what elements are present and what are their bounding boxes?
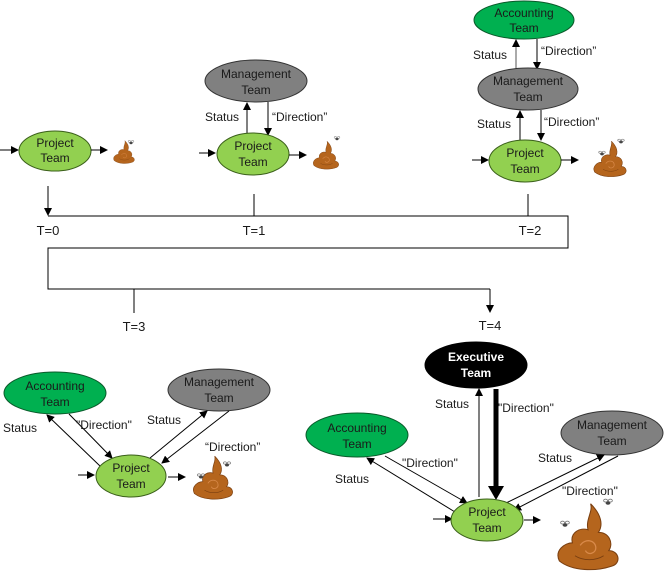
status-arrow bbox=[149, 410, 208, 459]
fly-icon bbox=[598, 150, 606, 156]
direction-arrow bbox=[384, 455, 468, 504]
executive-team-node bbox=[424, 341, 528, 389]
fly-icon bbox=[127, 140, 135, 145]
project-team-node bbox=[18, 130, 92, 172]
management-team-node bbox=[204, 59, 308, 103]
status-label: Status bbox=[147, 413, 181, 427]
status-label: Status bbox=[477, 117, 511, 131]
accounting-team-node bbox=[305, 412, 409, 458]
status-label: Status bbox=[335, 472, 369, 486]
project-team-node bbox=[488, 139, 562, 183]
timeline: T=0 T=1 T=2 T=3 T=4 bbox=[37, 186, 569, 334]
accounting-team-node bbox=[473, 0, 575, 40]
tick-label-t1: T=1 bbox=[243, 223, 266, 238]
direction-label: "Direction" bbox=[562, 484, 618, 498]
accounting-team-node bbox=[3, 371, 107, 415]
status-arrow bbox=[46, 414, 101, 467]
poop-icon bbox=[313, 141, 339, 170]
accounting-team-label-2: Team bbox=[509, 21, 538, 35]
stage-t1: Management Team Status “Direction” Proje… bbox=[199, 59, 341, 176]
project-team-node bbox=[216, 132, 290, 176]
status-label: Status bbox=[473, 48, 507, 62]
project-team-label-2: Team bbox=[116, 477, 145, 491]
status-label: Status bbox=[435, 397, 469, 411]
management-team-label-1: Management bbox=[184, 375, 255, 389]
management-team-label-2: Team bbox=[513, 90, 542, 104]
direction-label: "Direction" bbox=[76, 418, 132, 432]
tick-label-t0: T=0 bbox=[37, 223, 60, 238]
direction-arrowhead-heavy bbox=[488, 486, 504, 500]
accounting-team-label-2: Team bbox=[342, 437, 371, 451]
fly-icon bbox=[333, 136, 341, 141]
direction-arrow bbox=[68, 413, 113, 459]
management-team-label-2: Team bbox=[241, 83, 270, 97]
direction-arrow bbox=[161, 410, 230, 464]
project-team-label-1: Project bbox=[36, 136, 74, 150]
direction-label: "Direction" bbox=[498, 401, 554, 415]
stage-t2: Accounting Team Status “Direction” Manag… bbox=[472, 0, 627, 183]
accounting-team-label-1: Accounting bbox=[25, 379, 84, 393]
status-label: Status bbox=[538, 451, 572, 465]
management-team-label-1: Management bbox=[577, 418, 648, 432]
poop-icon bbox=[593, 140, 627, 177]
status-label: Status bbox=[205, 110, 239, 124]
management-team-label-1: Management bbox=[493, 74, 564, 88]
project-team-label-1: Project bbox=[234, 139, 272, 153]
direction-label: “Direction” bbox=[272, 110, 327, 124]
status-arrow bbox=[505, 454, 605, 504]
fly-icon bbox=[603, 498, 613, 506]
accounting-team-label-2: Team bbox=[40, 395, 69, 409]
direction-label: “Direction” bbox=[544, 115, 599, 129]
fly-icon bbox=[223, 461, 231, 467]
project-team-label-2: Team bbox=[40, 151, 69, 165]
direction-label: “Direction” bbox=[205, 440, 260, 454]
management-team-label-2: Team bbox=[597, 434, 626, 448]
project-team-label-2: Team bbox=[238, 155, 267, 169]
management-team-node bbox=[477, 67, 579, 111]
project-team-label-1: Project bbox=[506, 146, 544, 160]
accounting-team-label-1: Accounting bbox=[327, 421, 386, 435]
management-team-node bbox=[560, 410, 664, 456]
executive-team-label-1: Executive bbox=[448, 350, 504, 364]
tick-label-t4: T=4 bbox=[479, 318, 502, 333]
tick-label-t2: T=2 bbox=[519, 223, 542, 238]
management-team-label-2: Team bbox=[204, 391, 233, 405]
stage-t0: Project Team bbox=[0, 130, 135, 172]
management-team-label-1: Management bbox=[221, 67, 292, 81]
stage-t3: Accounting Team Management Team Status "… bbox=[3, 368, 271, 500]
timeline-path bbox=[47, 215, 569, 290]
fly-icon bbox=[617, 138, 625, 144]
fly-icon bbox=[560, 520, 570, 528]
status-arrow bbox=[366, 457, 456, 513]
executive-team-label-2: Team bbox=[461, 366, 491, 380]
project-team-node bbox=[95, 454, 167, 498]
direction-arrow bbox=[513, 455, 619, 511]
management-team-node bbox=[167, 368, 271, 412]
stage-t4: Executive Team Accounting Team Managemen… bbox=[305, 341, 664, 571]
project-team-label-1: Project bbox=[468, 505, 506, 519]
poop-icon bbox=[557, 503, 619, 571]
status-label: Status bbox=[3, 421, 37, 435]
project-team-label-2: Team bbox=[510, 162, 539, 176]
project-team-label-2: Team bbox=[472, 521, 501, 535]
direction-label: "Direction" bbox=[402, 456, 458, 470]
tick-label-t3: T=3 bbox=[123, 319, 146, 334]
project-team-node bbox=[450, 498, 524, 542]
project-team-label-1: Project bbox=[112, 461, 150, 475]
direction-label: “Direction” bbox=[541, 44, 596, 58]
accounting-team-label-1: Accounting bbox=[494, 6, 553, 20]
